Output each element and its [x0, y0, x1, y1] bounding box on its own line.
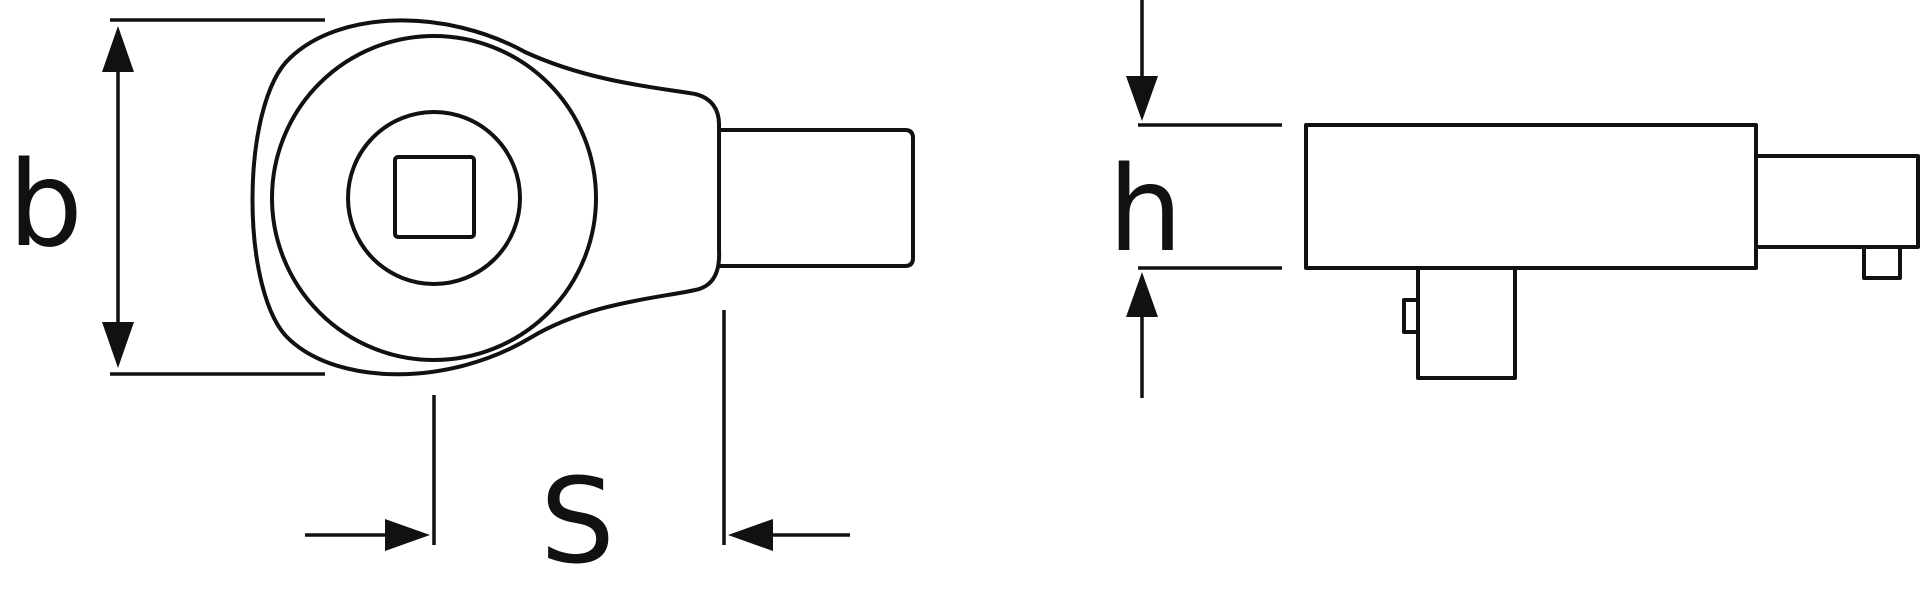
ratchet-head-inner-ring: [270, 34, 598, 362]
b-arrow-up: [102, 26, 134, 72]
s-label: S: [540, 452, 615, 590]
drive-housing-circle: [346, 110, 522, 286]
s-arrow-left: [385, 519, 430, 551]
top-view: b S: [8, 18, 915, 590]
insert-tongue: [717, 128, 915, 268]
h-arrow-down: [1126, 76, 1158, 121]
b-label: b: [8, 135, 83, 273]
b-arrow-down: [102, 322, 134, 368]
s-arrow-right: [728, 519, 773, 551]
tongue-detent: [1862, 245, 1902, 280]
h-arrow-up: [1126, 272, 1158, 317]
side-square-drive: [1416, 266, 1517, 380]
side-release-pin: [1402, 298, 1420, 334]
h-label: h: [1108, 140, 1183, 278]
square-drive: [393, 155, 476, 239]
side-body: [1304, 123, 1758, 270]
side-tongue: [1754, 154, 1920, 249]
side-view: h: [1108, 0, 1920, 398]
ratchet-head-outline: [250, 18, 722, 377]
